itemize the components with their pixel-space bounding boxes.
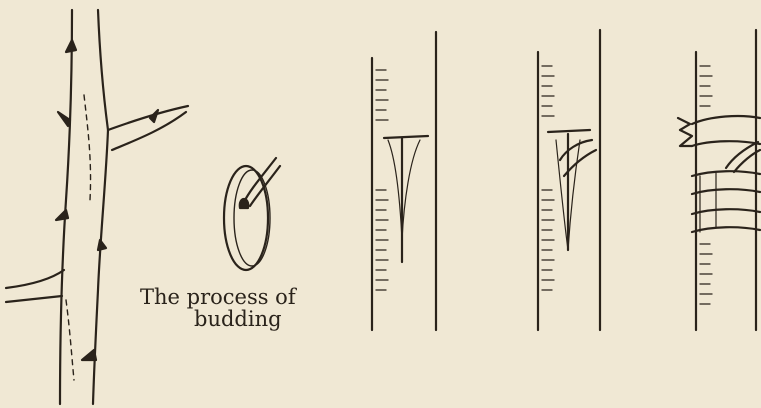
figure-caption: The process of budding [140, 286, 296, 330]
inserted-bud-drawing [538, 30, 600, 330]
bound-bud-drawing [678, 30, 760, 330]
caption-line-1: The process of [140, 286, 296, 308]
inserted-bud-shading [542, 66, 554, 290]
bud-shield-drawing [224, 158, 280, 270]
caption-line-2: budding [140, 308, 296, 330]
t-cut-stock-drawing [372, 32, 436, 330]
bound-bud-shading [700, 66, 712, 304]
t-cut-shading [376, 70, 388, 290]
rose-stem-drawing [6, 10, 188, 404]
